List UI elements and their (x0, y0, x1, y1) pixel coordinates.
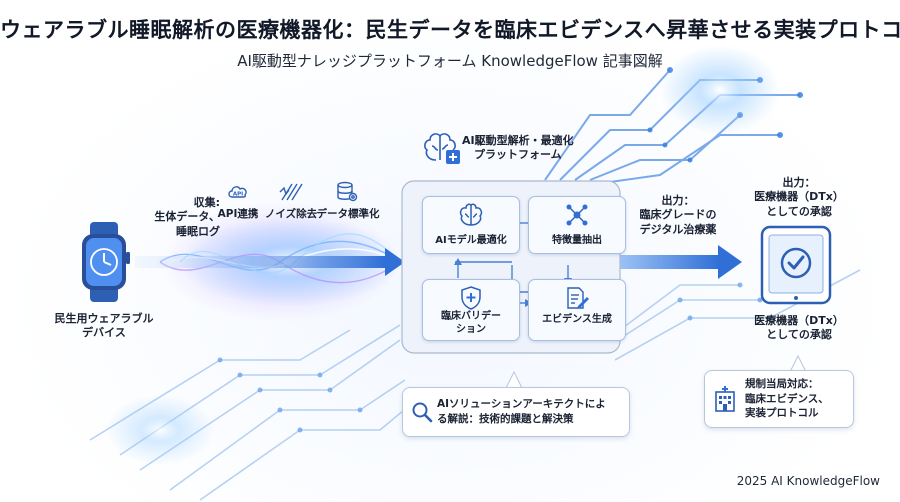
shield-plus-icon (461, 286, 481, 310)
module-label: エビデンス生成 (542, 313, 612, 325)
output-flow-arrow (620, 255, 720, 269)
magnifier-icon (412, 402, 433, 423)
footer-copyright: 2025 AI KnowledgeFlow (736, 474, 880, 488)
preprocess-step-api: API連携 (217, 208, 259, 220)
architect-note: AIソリューションアーキテクトによ る解説：技術的課題と解決策 (402, 387, 630, 437)
module-label: AIモデル最適化 (435, 234, 507, 246)
module-ai-model-optimization: AIモデル最適化 (422, 196, 520, 254)
brain-icon (459, 203, 483, 226)
output-approval-bottom: 医療機器（DTx） としての承認 (754, 314, 844, 342)
regulatory-note: 規制当局対応： 臨床エビデンス、 実装プロトコル (704, 370, 854, 428)
preprocess-step-noise: ノイズ除去 (264, 208, 318, 220)
module-clinical-validation: 臨床バリデー ション (422, 279, 520, 341)
module-label: 臨床バリデー ション (441, 311, 501, 335)
architect-note-text: AIソリューションアーキテクトによ る解説：技術的課題と解決策 (437, 398, 606, 426)
output-approval-top: 出力： 医療機器（DTx） としての承認 (754, 176, 844, 218)
preprocess-step-standardize: データ標準化 (316, 208, 380, 220)
collect-label: 収集: 生体データ、 睡眠ログ (154, 196, 220, 238)
module-feature-extraction: 特徴量抽出 (528, 196, 626, 254)
module-label: 特徴量抽出 (552, 234, 602, 246)
network-nodes-icon (566, 204, 588, 226)
smartwatch-icon (82, 222, 130, 302)
api-icon: API (228, 186, 247, 198)
regulatory-note-text: 規制当局対応： 臨床エビデンス、 実装プロトコル (745, 378, 829, 420)
page-title: ウェアラブル睡眠解析の医療機器化：民生データを臨床エビデンスへ昇華させる実装プロ… (0, 18, 900, 42)
svg-text:API: API (233, 192, 243, 198)
platform-title: AI駆動型解析・最適化 プラットフォーム (462, 134, 574, 162)
database-icon (337, 181, 358, 202)
hospital-building-icon (715, 386, 735, 412)
noise-filter-icon (279, 183, 303, 201)
input-flow-arrow (135, 256, 385, 268)
tablet-check-icon (760, 225, 832, 305)
device-label: 民生用ウェアラブル デバイス (54, 312, 154, 340)
output-mid-label: 出力： 臨床グレードの デジタル治療薬 (639, 194, 717, 236)
brain-plus-icon (424, 133, 460, 164)
document-pen-icon (567, 287, 589, 309)
module-evidence-generation: エビデンス生成 (528, 279, 626, 341)
page-subtitle: AI駆動型ナレッジプラットフォーム KnowledgeFlow 記事図解 (237, 52, 663, 70)
